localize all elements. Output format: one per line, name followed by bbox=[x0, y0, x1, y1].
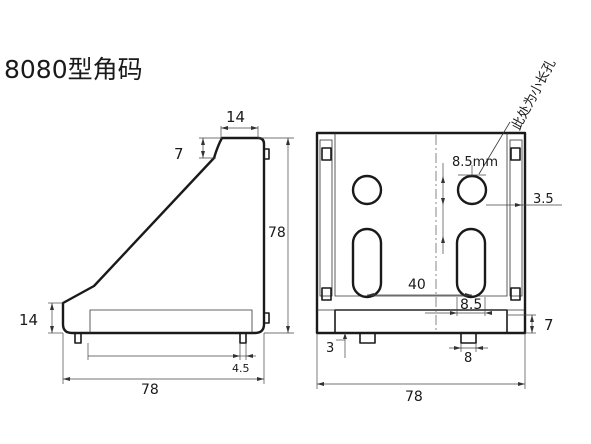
dim-top-width-label: 14 bbox=[226, 108, 245, 126]
dim-edge-label: 3.5 bbox=[533, 192, 554, 207]
dim-left-small-label: 3 bbox=[326, 341, 334, 356]
bottom-tab-left bbox=[359, 332, 376, 344]
dim-right-height-label: 7 bbox=[544, 316, 554, 334]
dim-hole-spacing-label: 40 bbox=[408, 277, 426, 293]
foot-tab-right bbox=[239, 332, 247, 344]
dim-right-height: 7 bbox=[507, 314, 554, 334]
hole-top-left bbox=[351, 174, 383, 206]
dim-front-width-label: 78 bbox=[405, 389, 423, 405]
slot-left bbox=[351, 227, 383, 299]
dim-top-width: 14 bbox=[220, 108, 259, 138]
dim-foot-label: 4.5 bbox=[232, 362, 250, 375]
dim-bottom-height: 14 bbox=[19, 302, 63, 334]
drawing-title: 8080型角码 bbox=[4, 55, 143, 84]
dim-front-width: 78 bbox=[316, 333, 526, 405]
side-view: 14 7 78 14 bbox=[19, 108, 294, 398]
dim-tab-label: 8 bbox=[464, 351, 472, 366]
dim-side-width: 78 bbox=[62, 333, 265, 398]
side-tab-lower bbox=[263, 312, 270, 324]
slot-right bbox=[455, 227, 487, 299]
dim-slot-width-label: 8.5 bbox=[460, 297, 482, 313]
dim-edge: 3.5 bbox=[486, 192, 562, 207]
slot-note: 此处为小长孔 bbox=[509, 57, 559, 133]
bottom-tab-right bbox=[460, 332, 477, 344]
dim-hole-diameter: 8.5mm bbox=[452, 155, 498, 176]
rib-tab-left-top bbox=[321, 147, 332, 161]
dim-hole-spacing: 40 bbox=[367, 277, 472, 297]
dim-bottom-height-label: 14 bbox=[19, 311, 38, 329]
plate-inner-recess bbox=[334, 309, 508, 334]
rib-tab-right-top bbox=[510, 147, 521, 161]
dim-hole-vertical bbox=[441, 163, 445, 254]
dim-height-label: 78 bbox=[268, 225, 286, 241]
hole-top-right bbox=[456, 174, 488, 206]
rib-tab-left-bottom bbox=[321, 287, 332, 301]
front-view: 此处为小长孔 8.5mm 3.5 40 bbox=[315, 57, 562, 405]
side-tab-upper bbox=[263, 148, 270, 160]
bracket-side-outline bbox=[61, 136, 266, 335]
dim-side-width-label: 78 bbox=[141, 382, 159, 398]
dim-hole-diameter-label: 8.5mm bbox=[452, 155, 498, 170]
plate-inner-outline bbox=[334, 133, 508, 297]
note-leader bbox=[478, 121, 511, 175]
dim-top-height-label: 7 bbox=[174, 145, 184, 163]
rib-tab-right-bottom bbox=[510, 287, 521, 301]
dim-left-small: 3 bbox=[326, 333, 347, 358]
dim-foot: 4.5 bbox=[87, 343, 256, 375]
bracket-inner-line bbox=[89, 309, 253, 333]
dim-height: 78 bbox=[258, 137, 294, 334]
foot-tab-left bbox=[74, 332, 82, 344]
dim-slot-width: 8.5 bbox=[425, 297, 492, 316]
dim-tab: 8 bbox=[449, 343, 488, 366]
dim-top-height: 7 bbox=[174, 137, 222, 163]
